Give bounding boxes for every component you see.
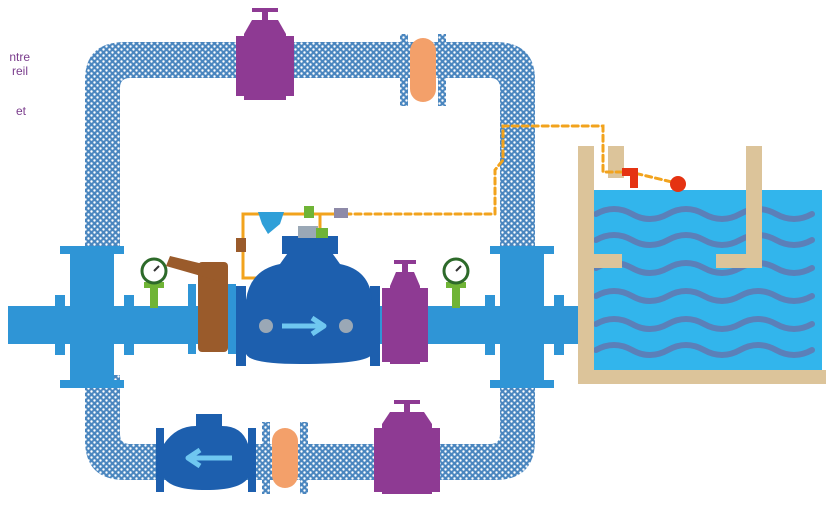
downstream-gate-valve — [382, 260, 428, 364]
outlet-pressure-gauge — [442, 257, 470, 308]
top-gate-valve — [236, 8, 294, 100]
caption-line-1: ntre — [9, 50, 30, 64]
bottom-gate-valve — [374, 400, 440, 494]
upstream-butterfly-valve — [166, 256, 236, 354]
water-tank — [578, 146, 826, 384]
main-control-valve — [236, 226, 380, 366]
bottom-expansion-joint — [262, 422, 308, 494]
pilot-strainer — [258, 212, 284, 234]
float-pilot-valve — [622, 168, 686, 192]
bottom-check-valve — [156, 414, 256, 492]
top-expansion-joint — [400, 34, 446, 106]
pilot-fittings — [236, 206, 348, 252]
caption-text: ntre reil et — [0, 0, 40, 170]
caption-line-3: et — [15, 104, 26, 118]
caption-line-2: reil — [11, 64, 28, 78]
inlet-pressure-gauge — [140, 257, 168, 308]
